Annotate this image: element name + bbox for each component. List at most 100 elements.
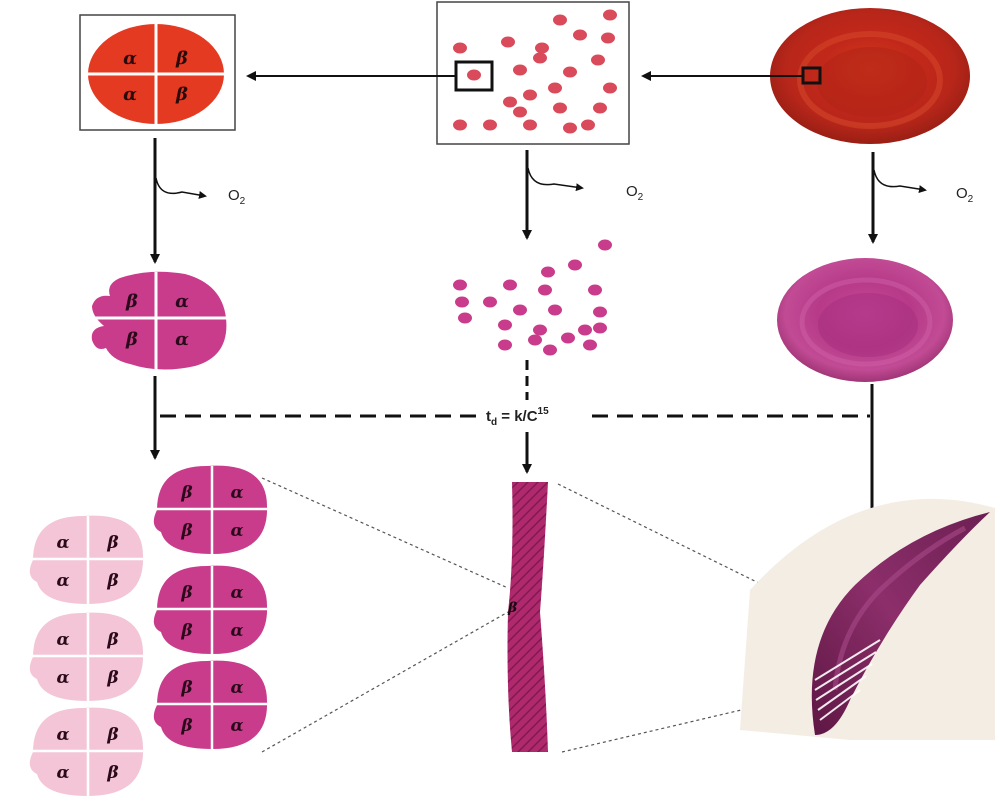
subunit-alpha-label: α: [56, 668, 69, 688]
hb-molecule-dot: [523, 120, 537, 131]
hb-molecule-dot: [541, 267, 555, 278]
hb-molecule-dot: [483, 297, 497, 308]
hb-molecule-dot: [503, 280, 517, 291]
o2-label: O2: [626, 183, 644, 203]
subunit-beta-label: β: [106, 571, 118, 591]
hb-molecule-dot: [591, 55, 605, 66]
subunit-alpha-label: α: [230, 621, 243, 641]
hb-molecule-dot: [467, 70, 481, 81]
hbs-tetramer: α β α β: [30, 613, 143, 701]
delay-time-equation: td = k/C15: [486, 406, 549, 428]
subunit-beta-label: β: [180, 583, 192, 603]
hb-molecule-dot: [513, 305, 527, 316]
deoxy-hb-tetramer: β α β α: [92, 272, 228, 372]
subunit-alpha-label: α: [230, 483, 243, 503]
hb-molecule-dot: [513, 107, 527, 118]
o2-label: O2: [228, 187, 246, 207]
hb-molecule-dot: [583, 340, 597, 351]
subunit-alpha-label: α: [56, 630, 69, 650]
hb-molecule-dot: [543, 345, 557, 356]
hbs-tetramer: β α β α: [154, 661, 267, 749]
hb-molecule-dot: [548, 83, 562, 94]
deoxygenation-arrow-left: O2: [155, 138, 246, 262]
hb-molecule-dot: [498, 320, 512, 331]
subunit-beta-label: β: [106, 763, 118, 783]
hb-molecule-dot: [453, 43, 467, 54]
hb-molecule-dot: [455, 297, 469, 308]
subunit-beta-label: β: [125, 291, 138, 312]
hb-molecule-dot: [573, 30, 587, 41]
subunit-beta-label: β: [106, 668, 118, 688]
subunit-beta-label: β: [180, 521, 192, 541]
oxy-hb-tetramer: α β α β: [88, 24, 224, 124]
subunit-beta-label: β: [180, 716, 192, 736]
o2-label: O2: [956, 185, 974, 205]
subunit-beta-label: β: [106, 630, 118, 650]
hb-molecule-dot: [528, 335, 542, 346]
deoxygenation-arrow-right: O2: [873, 152, 974, 242]
hbs-fiber: β: [507, 482, 548, 752]
hb-molecule-dot: [553, 15, 567, 26]
hb-molecule-dot: [603, 83, 617, 94]
deoxy-hb-solution-molecules: [453, 240, 612, 356]
hb-molecule-dot: [535, 43, 549, 54]
hb-molecule-dot: [603, 10, 617, 21]
hb-molecule-dot: [563, 123, 577, 134]
hb-molecule-dot: [593, 307, 607, 318]
hb-molecule-dot: [533, 53, 547, 64]
hb-molecule-dot: [501, 37, 515, 48]
hb-molecule-dot: [533, 325, 547, 336]
subunit-alpha-label: α: [230, 521, 243, 541]
subunit-alpha-label: α: [123, 48, 137, 69]
zoom-line: [262, 612, 508, 752]
hb-molecule-dot: [561, 333, 575, 344]
subunit-alpha-label: α: [123, 84, 137, 105]
subunit-beta-label: β: [175, 84, 188, 105]
subunit-alpha-label: α: [56, 725, 69, 745]
hb-molecule-dot: [538, 285, 552, 296]
fiber-beta-label: β: [507, 600, 518, 616]
subunit-beta-label: β: [106, 533, 118, 553]
hb-molecule-dot: [593, 323, 607, 334]
subunit-alpha-label: α: [175, 291, 189, 312]
hb-molecule-dot: [568, 260, 582, 271]
hb-molecule-dot: [588, 285, 602, 296]
subunit-beta-label: β: [125, 329, 138, 350]
deoxygenation-arrow-middle: O2: [527, 150, 644, 238]
hb-molecule-dot: [601, 33, 615, 44]
sickled-red-blood-cell: [740, 499, 995, 740]
hbs-tetramer: α β α β: [30, 516, 143, 604]
subunit-alpha-label: α: [56, 763, 69, 783]
subunit-alpha-label: α: [56, 533, 69, 553]
hb-molecule-dot: [578, 325, 592, 336]
subunit-alpha-label: α: [56, 571, 69, 591]
hb-molecule-dot: [503, 97, 517, 108]
hb-molecule-dot: [553, 103, 567, 114]
subunit-alpha-label: α: [230, 716, 243, 736]
subunit-beta-label: β: [180, 483, 192, 503]
hb-molecule-dot: [523, 90, 537, 101]
hbs-tetramer: β α β α: [154, 466, 267, 554]
hb-molecule-dot: [548, 305, 562, 316]
subunit-alpha-label: α: [175, 329, 189, 350]
hb-molecule-dot: [453, 120, 467, 131]
hb-molecule-dot: [453, 280, 467, 291]
subunit-alpha-label: α: [230, 678, 243, 698]
hb-molecule-dot: [598, 240, 612, 251]
hb-molecule-dot: [458, 313, 472, 324]
deoxy-red-blood-cell: [777, 258, 953, 382]
hb-molecule-dot: [563, 67, 577, 78]
hb-molecule-dot: [581, 120, 595, 131]
hb-molecule-dot: [513, 65, 527, 76]
hb-molecule-dot: [483, 120, 497, 131]
subunit-beta-label: β: [180, 621, 192, 641]
zoom-line: [262, 478, 508, 588]
hb-molecule-dot: [498, 340, 512, 351]
subunit-beta-label: β: [180, 678, 192, 698]
hb-molecule-dot: [593, 103, 607, 114]
